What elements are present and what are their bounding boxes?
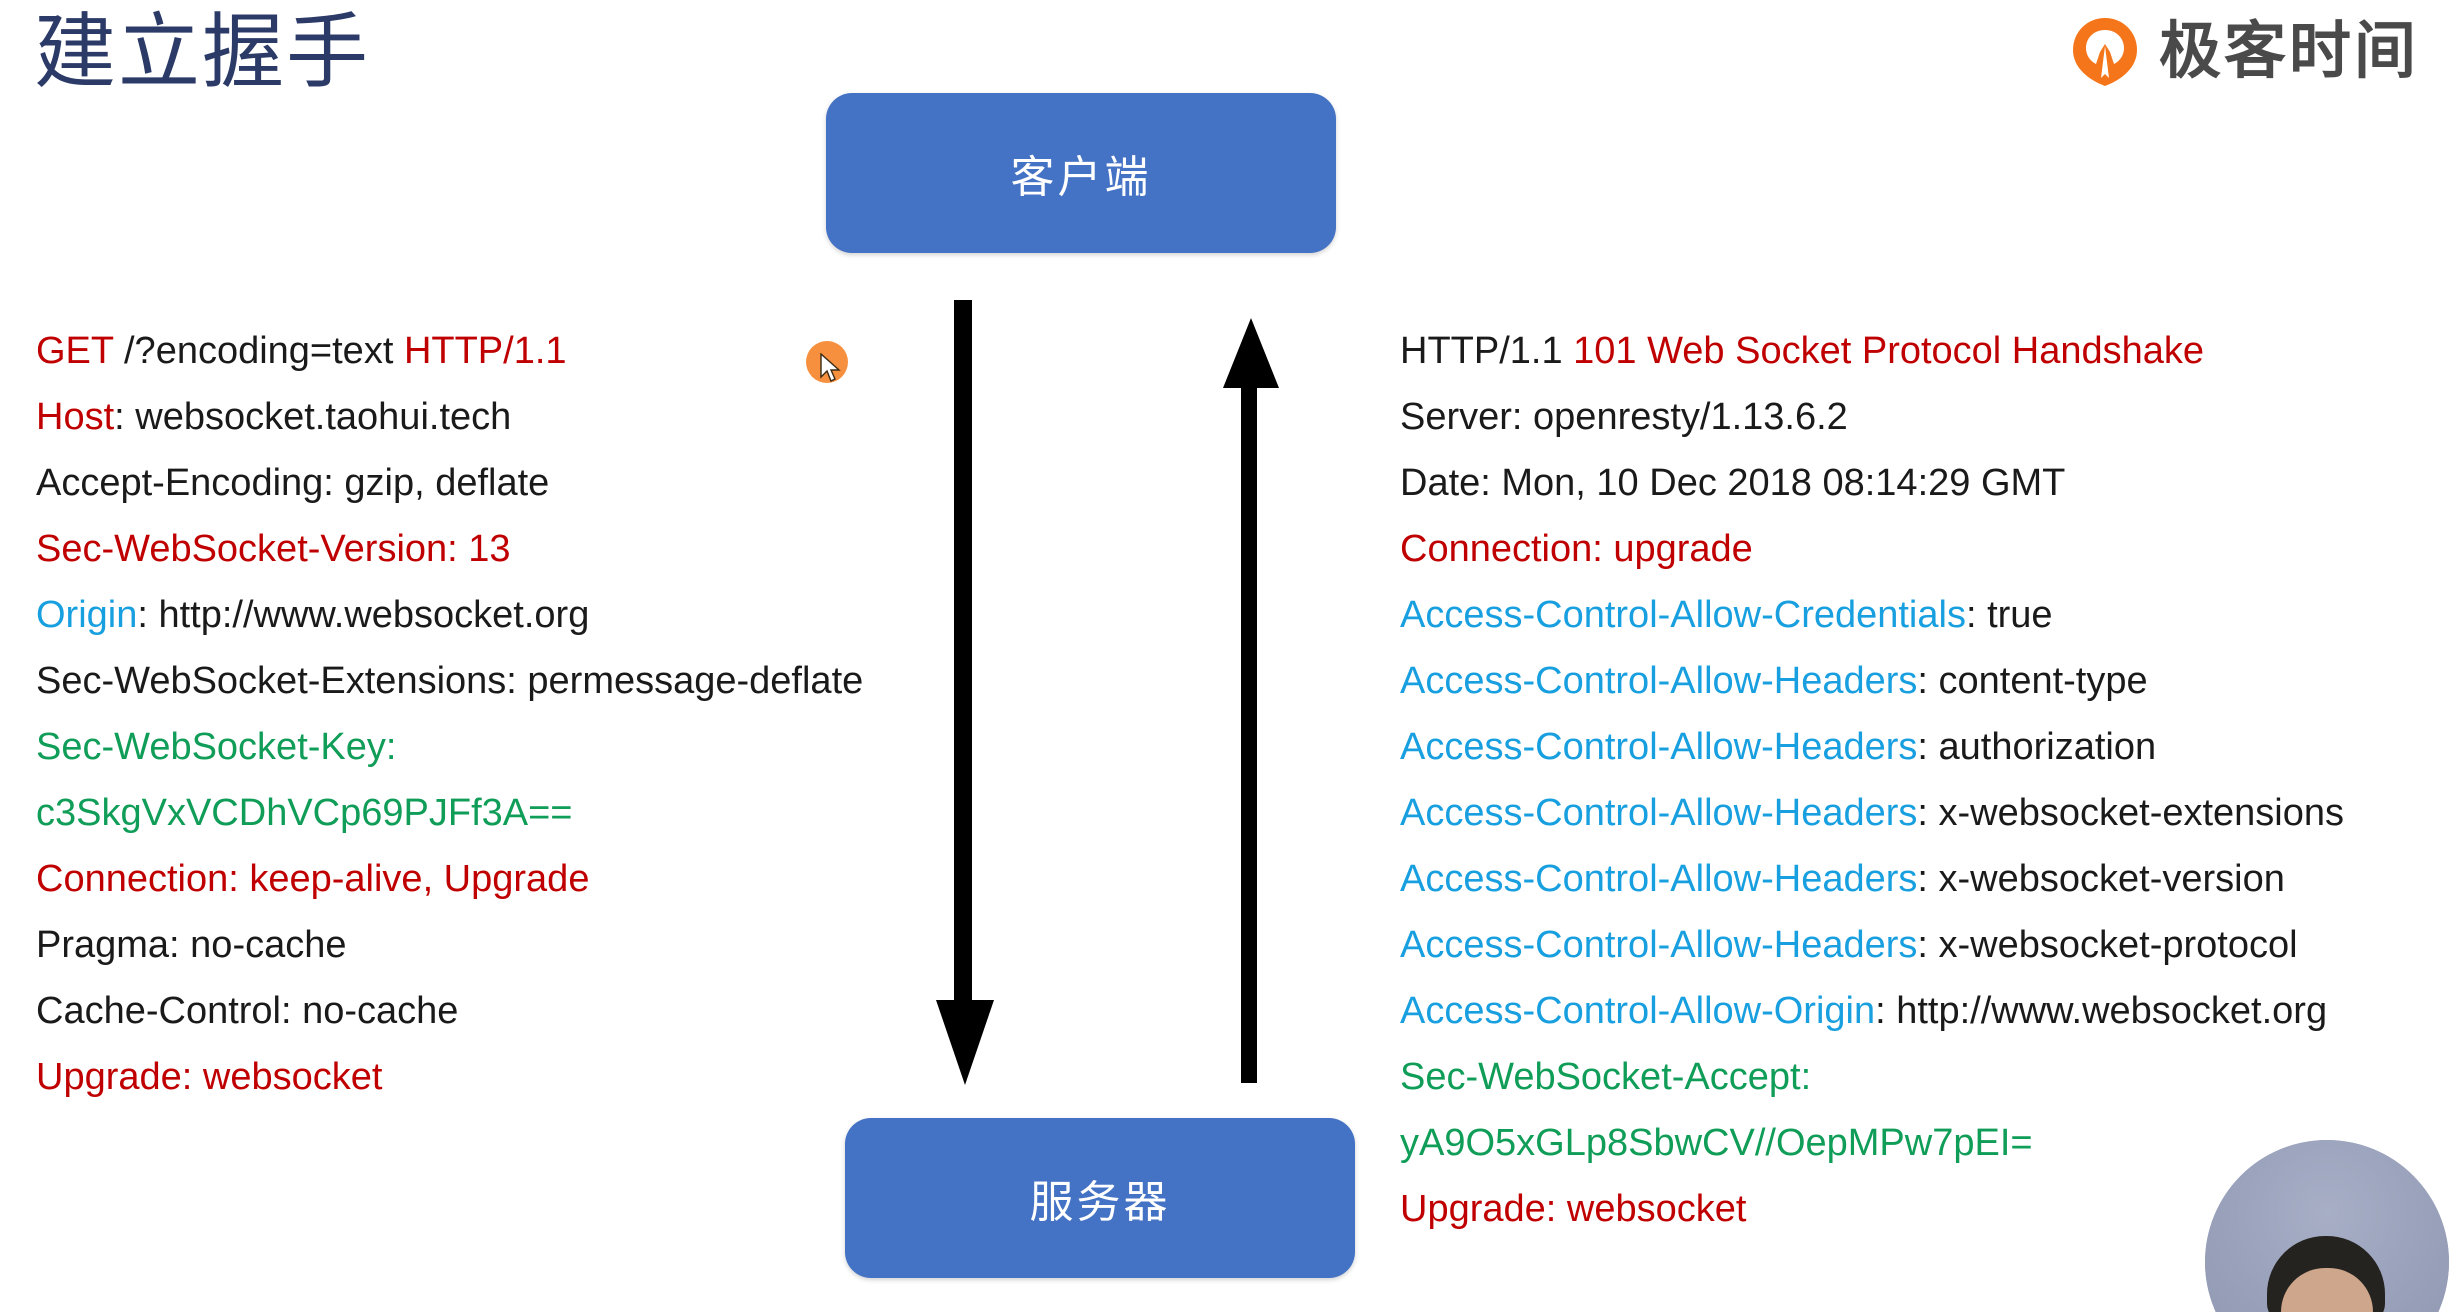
request-header-line: Sec-WebSocket-Version: 13	[36, 516, 1366, 582]
page-title: 建立握手	[34, 7, 371, 98]
request-header-token: Sec-WebSocket-Extensions: permessage-def…	[36, 660, 864, 702]
request-header-token: : websocket.taohui.tech	[114, 396, 512, 438]
response-header-token: Date: Mon, 10 Dec 2018 08:14:29 GMT	[1400, 462, 2066, 504]
response-header-line: Access-Control-Allow-Origin: http://www.…	[1400, 978, 2449, 1044]
request-header-token: Host	[36, 396, 115, 438]
request-header-token: Pragma: no-cache	[36, 924, 347, 966]
request-header-line: GET /?encoding=text HTTP/1.1	[36, 318, 1366, 384]
response-header-token: Access-Control-Allow-Headers	[1400, 726, 1918, 768]
response-header-line: Access-Control-Allow-Headers: content-ty…	[1400, 648, 2449, 714]
response-header-token: Sec-WebSocket-Accept:	[1400, 1056, 1812, 1098]
request-header-token: GET	[36, 330, 124, 372]
brand-logo: 极客时间	[2067, 14, 2419, 90]
request-header-line: Connection: keep-alive, Upgrade	[36, 846, 1366, 912]
request-header-token: Upgrade: websocket	[36, 1056, 383, 1098]
request-header-token: Sec-WebSocket-Key:	[36, 726, 397, 768]
response-header-token: yA9O5xGLp8SbwCV//OepMPw7pEI=	[1400, 1122, 2033, 1164]
response-header-token: : x-websocket-version	[1917, 858, 2285, 900]
request-header-line: c3SkgVxVCDhVCp69PJFf3A==	[36, 780, 1366, 846]
response-header-token: Access-Control-Allow-Headers	[1400, 858, 1918, 900]
request-header-line: Upgrade: websocket	[36, 1044, 1366, 1110]
request-header-line: Pragma: no-cache	[36, 912, 1366, 978]
response-header-token: : true	[1965, 594, 2053, 636]
client-node-label: 客户端	[1010, 153, 1152, 202]
response-header-line: Upgrade: websocket	[1400, 1176, 2449, 1242]
request-header-token: Cache-Control: no-cache	[36, 990, 459, 1032]
response-header-token: Access-Control-Allow-Credentials	[1400, 594, 1966, 636]
response-header-line: Sec-WebSocket-Accept:	[1400, 1044, 2449, 1110]
response-header-line: Access-Control-Allow-Headers: authorizat…	[1400, 714, 2449, 780]
request-arrow-down-icon	[936, 300, 994, 1085]
response-header-line: Access-Control-Allow-Headers: x-websocke…	[1400, 846, 2449, 912]
response-header-line: Date: Mon, 10 Dec 2018 08:14:29 GMT	[1400, 450, 2449, 516]
request-header-token: c3SkgVxVCDhVCp69PJFf3A==	[36, 792, 573, 834]
response-headers-block: HTTP/1.1 101 Web Socket Protocol Handsha…	[1400, 318, 2449, 1242]
request-header-line: Host: websocket.taohui.tech	[36, 384, 1366, 450]
presenter-webcam-avatar	[2205, 1140, 2449, 1312]
request-header-line: Cache-Control: no-cache	[36, 978, 1366, 1044]
response-header-line: yA9O5xGLp8SbwCV//OepMPw7pEI=	[1400, 1110, 2449, 1176]
client-node-box: 客户端	[826, 93, 1336, 253]
response-header-token: Server: openresty/1.13.6.2	[1400, 396, 1848, 438]
server-node-box: 服务器	[845, 1118, 1355, 1278]
response-header-token: 101 Web Socket Protocol Handshake	[1573, 330, 2205, 372]
response-header-token: : authorization	[1917, 726, 2157, 768]
response-arrow-up-icon	[1223, 318, 1279, 1083]
response-header-token: Access-Control-Allow-Origin	[1400, 990, 1876, 1032]
response-header-line: Server: openresty/1.13.6.2	[1400, 384, 2449, 450]
response-header-token: Access-Control-Allow-Headers	[1400, 792, 1918, 834]
response-header-line: Connection: upgrade	[1400, 516, 2449, 582]
request-header-token: /?encoding=text	[124, 330, 404, 372]
response-header-token: : content-type	[1917, 660, 2148, 702]
request-header-token: HTTP/1.1	[403, 330, 567, 372]
request-header-line: Sec-WebSocket-Key:	[36, 714, 1366, 780]
request-header-line: Accept-Encoding: gzip, deflate	[36, 450, 1366, 516]
server-node-label: 服务器	[1029, 1178, 1171, 1227]
response-header-line: Access-Control-Allow-Headers: x-websocke…	[1400, 780, 2449, 846]
response-header-token: Access-Control-Allow-Headers	[1400, 924, 1918, 966]
response-header-line: Access-Control-Allow-Credentials: true	[1400, 582, 2449, 648]
request-header-token: : http://www.websocket.org	[137, 594, 590, 636]
request-header-token: Sec-WebSocket-Version: 13	[36, 528, 511, 570]
response-header-token: Upgrade: websocket	[1400, 1188, 1747, 1230]
mouse-pointer-icon	[820, 353, 841, 382]
response-header-line: HTTP/1.1 101 Web Socket Protocol Handsha…	[1400, 318, 2449, 384]
request-header-line: Origin: http://www.websocket.org	[36, 582, 1366, 648]
request-header-line: Sec-WebSocket-Extensions: permessage-def…	[36, 648, 1366, 714]
response-header-token: HTTP/1.1	[1400, 330, 1574, 372]
response-header-token: : http://www.websocket.org	[1875, 990, 2328, 1032]
request-header-token: Connection: keep-alive, Upgrade	[36, 858, 590, 900]
response-header-token: : x-websocket-protocol	[1917, 924, 2298, 966]
response-header-token: Connection: upgrade	[1400, 528, 1753, 570]
response-header-token: : x-websocket-extensions	[1917, 792, 2345, 834]
response-header-line: Access-Control-Allow-Headers: x-websocke…	[1400, 912, 2449, 978]
brand-name: 极客时间	[2158, 17, 2419, 86]
geektime-pin-icon	[2072, 18, 2137, 86]
request-header-token: Accept-Encoding: gzip, deflate	[36, 462, 550, 504]
request-header-token: Origin	[36, 594, 138, 636]
response-header-token: Access-Control-Allow-Headers	[1400, 660, 1918, 702]
